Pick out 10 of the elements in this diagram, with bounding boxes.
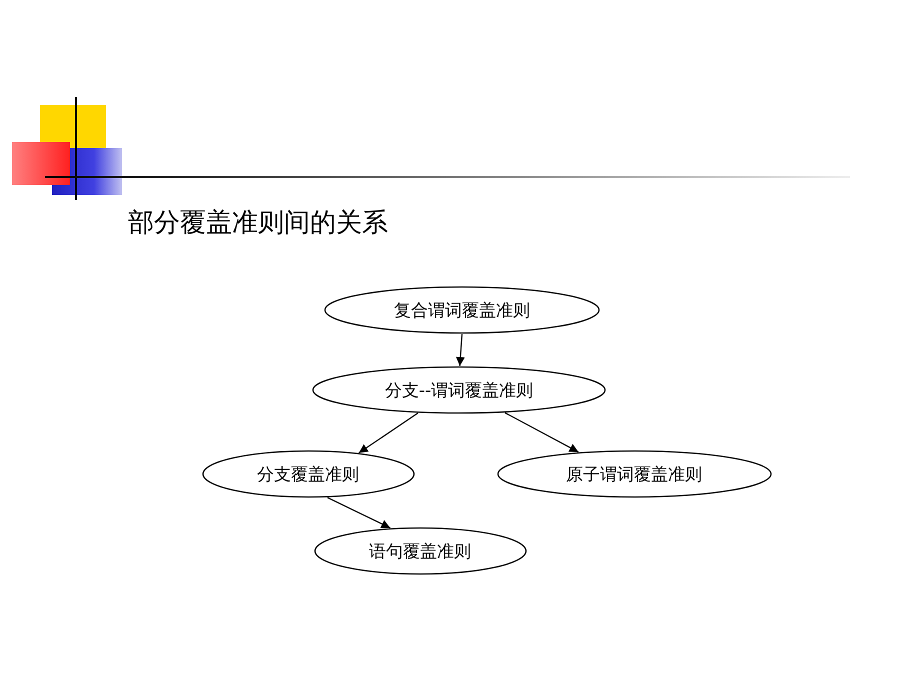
arrow	[456, 334, 465, 366]
slide-title: 部分覆盖准则间的关系	[128, 207, 388, 240]
ellipse-node: 分支--谓词覆盖准则	[312, 366, 606, 414]
ellipse-node: 语句覆盖准则	[314, 527, 526, 575]
arrow	[358, 412, 418, 454]
ellipse-node: 复合谓词覆盖准则	[324, 286, 600, 334]
arrow	[504, 412, 579, 453]
arrow	[327, 497, 391, 528]
ellipse-node: 分支覆盖准则	[202, 450, 414, 498]
ellipse-node: 原子谓词覆盖准则	[496, 450, 772, 498]
